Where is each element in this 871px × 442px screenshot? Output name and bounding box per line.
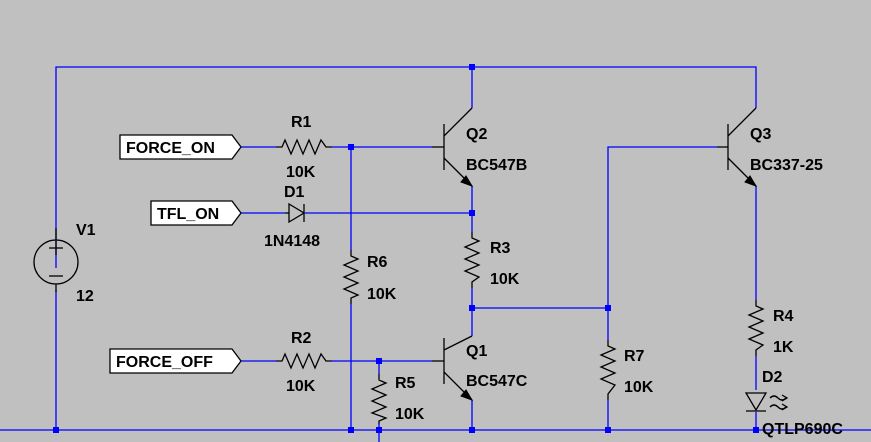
r7-value-label: 10K bbox=[624, 379, 654, 396]
net-flag-tfl-on[interactable]: TFL_ON bbox=[150, 200, 242, 226]
v1-ref-label: V1 bbox=[76, 222, 96, 239]
r4-resistor[interactable] bbox=[747, 300, 765, 356]
d1-diode[interactable] bbox=[285, 202, 306, 224]
net-label-force-on-text: FORCE_ON bbox=[126, 140, 215, 157]
d2-ref-label: D2 bbox=[762, 369, 783, 386]
q3-ref-label: Q3 bbox=[750, 126, 771, 143]
d2-value-label: QTLP690C bbox=[762, 421, 843, 438]
net-flag-force-on[interactable]: FORCE_ON bbox=[119, 134, 242, 160]
r4-value-label: 1K bbox=[773, 339, 794, 356]
d2-led[interactable] bbox=[744, 392, 789, 412]
r1-value-label: 10K bbox=[286, 164, 316, 181]
q3-npn-transistor[interactable] bbox=[717, 107, 758, 187]
r6-value-label: 10K bbox=[367, 286, 397, 303]
r2-ref-label: R2 bbox=[291, 330, 312, 347]
q1-npn-transistor[interactable] bbox=[432, 335, 474, 401]
r1-ref-label: R1 bbox=[291, 114, 312, 131]
q1-value-label: BC547C bbox=[466, 373, 528, 390]
net-flag-force-off[interactable]: FORCE_OFF bbox=[109, 348, 242, 374]
net-label-force-off-text: FORCE_OFF bbox=[116, 354, 213, 371]
r3-ref-label: R3 bbox=[490, 240, 511, 257]
r2-resistor[interactable] bbox=[276, 352, 332, 370]
r4-ref-label: R4 bbox=[773, 308, 794, 325]
d1-ref-label: D1 bbox=[284, 184, 305, 201]
r6-resistor[interactable] bbox=[342, 250, 360, 304]
r7-resistor[interactable] bbox=[599, 340, 617, 400]
r7-ref-label: R7 bbox=[624, 348, 645, 365]
q2-ref-label: Q2 bbox=[466, 126, 487, 143]
r5-ref-label: R5 bbox=[395, 375, 416, 392]
d1-value-label: 1N4148 bbox=[264, 233, 320, 250]
r5-value-label: 10K bbox=[395, 406, 425, 423]
q2-npn-transistor[interactable] bbox=[432, 107, 474, 187]
q3-value-label: BC337-25 bbox=[750, 157, 823, 174]
r3-value-label: 10K bbox=[490, 271, 520, 288]
q1-ref-label: Q1 bbox=[466, 343, 487, 360]
r5-resistor[interactable] bbox=[370, 374, 388, 424]
v1-value-label: 12 bbox=[76, 288, 94, 305]
r6-ref-label: R6 bbox=[367, 254, 388, 271]
q2-value-label: BC547B bbox=[466, 157, 527, 174]
junction-dots bbox=[53, 64, 759, 433]
r3-resistor[interactable] bbox=[463, 232, 481, 288]
r1-resistor[interactable] bbox=[276, 138, 332, 156]
v1-voltage-source[interactable] bbox=[33, 228, 79, 292]
r2-value-label: 10K bbox=[286, 378, 316, 395]
net-label-tfl-on-text: TFL_ON bbox=[157, 206, 219, 223]
